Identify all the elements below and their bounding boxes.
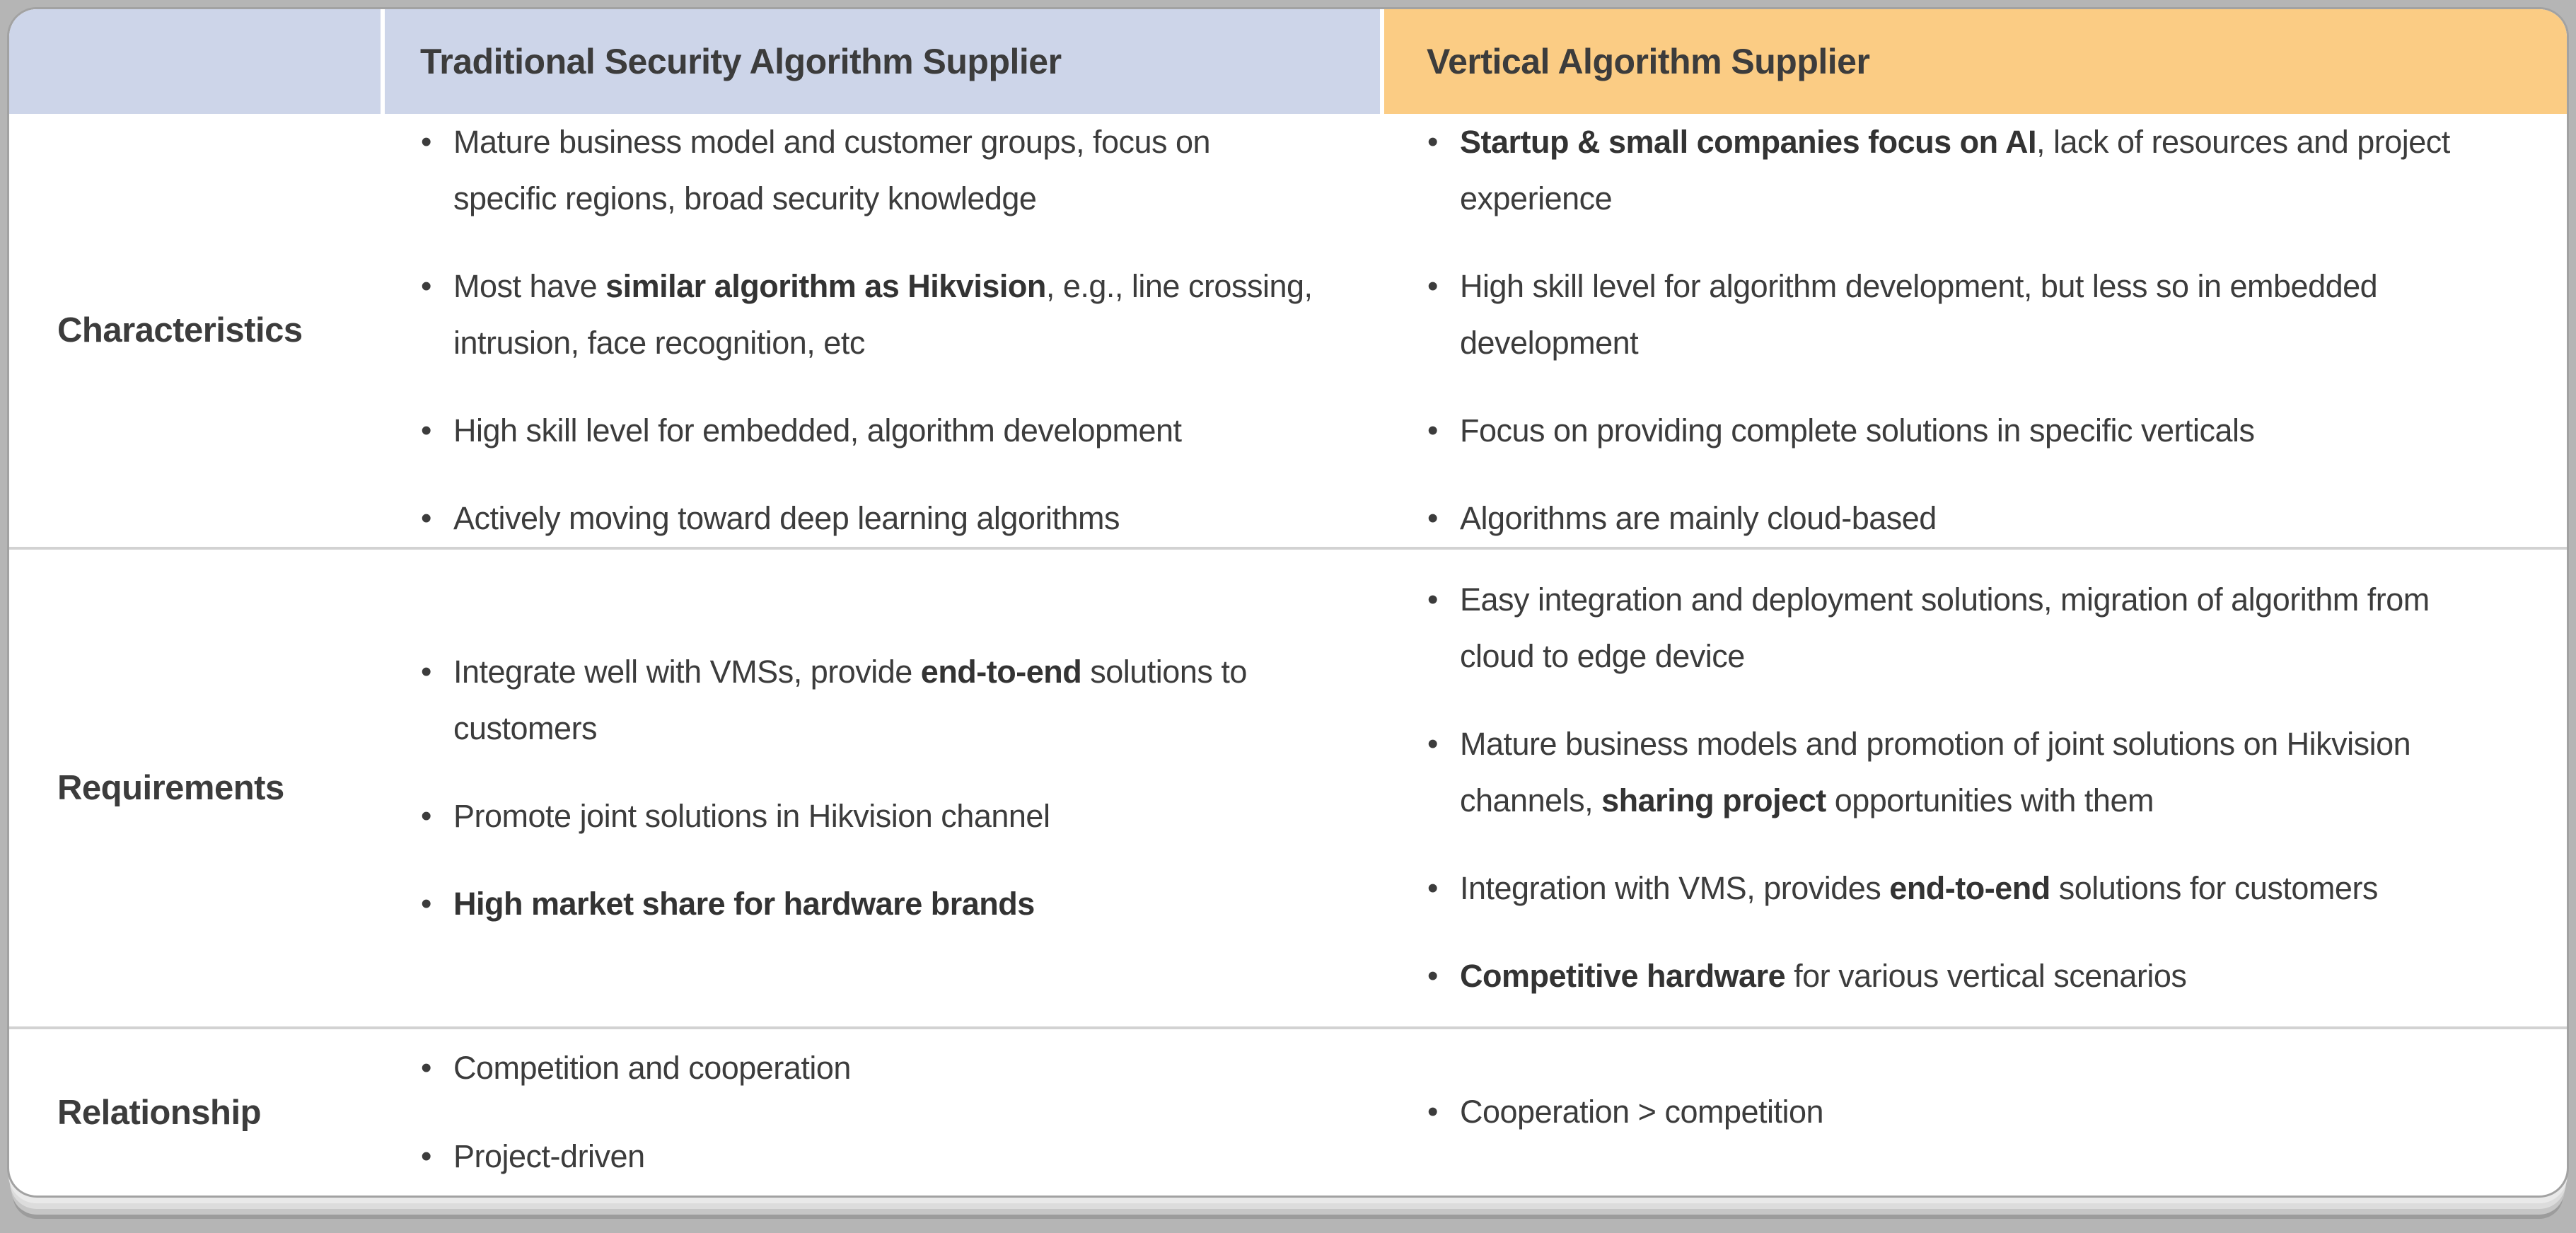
bullet-text: Competition and cooperation <box>453 1050 851 1087</box>
bullet-item: • Actively moving toward deep learning al… <box>421 490 1313 547</box>
requirements-vertical-list: • Easy integration and deployment solutio… <box>1427 572 2483 1005</box>
bullet-dot-icon: • <box>1427 726 1438 761</box>
bullet-dot-icon: • <box>1427 413 1438 448</box>
bullet-dot-icon: • <box>1427 581 1438 617</box>
comparison-table: Traditional Security Algorithm Supplier … <box>9 9 2567 1196</box>
requirements-vertical-cell: • Easy integration and deployment solutio… <box>1384 547 2567 1026</box>
bullet-dot-icon: • <box>1427 268 1438 303</box>
relationship-vertical-cell: • Cooperation > competition <box>1384 1026 2567 1196</box>
row-label-relationship-text: Relationship <box>57 1093 262 1132</box>
row-label-requirements-text: Requirements <box>57 769 284 807</box>
bullet-item: • Project-driven <box>421 1128 1313 1185</box>
bullet-dot-icon: • <box>1427 124 1438 159</box>
relationship-traditional-cell: • Competition and cooperation • Project-dri… <box>385 1026 1384 1196</box>
row-label-characteristics: Characteristics <box>9 114 385 547</box>
bullet-item: • Promote joint solutions in Hikvision ch… <box>421 788 1313 845</box>
bullet-item: • High market share for hardware brands <box>421 876 1313 932</box>
bullet-text: Project-driven <box>453 1138 645 1174</box>
characteristics-traditional-cell: • Mature business model and customer grou… <box>385 114 1384 547</box>
bullet-item: • Focus on providing complete solutions i… <box>1427 403 2483 459</box>
bullet-dot-icon: • <box>1427 1094 1438 1130</box>
bullet-dot-icon: • <box>421 886 431 922</box>
bullet-text: Algorithms are mainly cloud-based <box>1460 500 1937 537</box>
bullet-dot-icon: • <box>421 268 431 303</box>
bullet-item: • High skill level for algorithm developm… <box>1427 258 2483 371</box>
bullet-item: • Mature business models and promotion of… <box>1427 716 2483 829</box>
characteristics-vertical-list: • Startup & small companies focus on AI, … <box>1427 114 2483 548</box>
characteristics-vertical-cell: • Startup & small companies focus on AI, … <box>1384 114 2567 547</box>
characteristics-traditional-list: • Mature business model and customer grou… <box>421 114 1313 548</box>
bullet-dot-icon: • <box>421 654 431 689</box>
bullet-dot-icon: • <box>421 124 431 159</box>
row-label-relationship: Relationship <box>9 1026 385 1196</box>
bullet-text: High skill level for algorithm developme… <box>1460 267 2378 361</box>
bullet-text: Easy integration and deployment solution… <box>1460 581 2430 674</box>
bullet-item: • Algorithms are mainly cloud-based <box>1427 490 2483 547</box>
comparison-table-card: Traditional Security Algorithm Supplier … <box>7 7 2569 1198</box>
bullet-item: • Mature business model and customer grou… <box>421 114 1313 227</box>
bullet-text: Mature business models and promotion of … <box>1460 725 2411 818</box>
bullet-text: Promote joint solutions in Hikvision cha… <box>453 798 1050 834</box>
row-label-characteristics-text: Characteristics <box>57 311 303 349</box>
header-vertical-supplier: Vertical Algorithm Supplier <box>1384 9 2567 114</box>
row-label-requirements: Requirements <box>9 547 385 1026</box>
bullet-item: • Cooperation > competition <box>1427 1084 2483 1140</box>
header-vertical-supplier-label: Vertical Algorithm Supplier <box>1427 42 1870 81</box>
relationship-traditional-list: • Competition and cooperation • Project-dri… <box>421 1040 1313 1184</box>
bullet-dot-icon: • <box>1427 871 1438 906</box>
bullet-item: • Easy integration and deployment solutio… <box>1427 572 2483 685</box>
bullet-text: Integrate well with VMSs, provide end-to… <box>453 653 1247 746</box>
header-traditional-supplier-label: Traditional Security Algorithm Supplier <box>420 42 1062 81</box>
bullet-item: • Startup & small companies focus on AI, … <box>1427 114 2483 227</box>
bullet-text: Actively moving toward deep learning alg… <box>453 500 1120 537</box>
bullet-text: Focus on providing complete solutions in… <box>1460 412 2255 449</box>
bullet-text: Startup & small companies focus on AI, l… <box>1460 123 2450 216</box>
header-traditional-supplier: Traditional Security Algorithm Supplier <box>385 9 1384 114</box>
bullet-text: Most have similar algorithm as Hikvision… <box>453 267 1313 361</box>
bullet-item: • Competition and cooperation <box>421 1040 1313 1096</box>
bullet-text: Mature business model and customer group… <box>453 123 1211 216</box>
bullet-item: • Competitive hardware for various vertic… <box>1427 948 2483 1005</box>
bullet-dot-icon: • <box>1427 501 1438 536</box>
bullet-text: Integration with VMS, provides end-to-en… <box>1460 870 2378 907</box>
bullet-dot-icon: • <box>1427 959 1438 994</box>
bullet-text: High market share for hardware brands <box>453 886 1035 922</box>
bullet-item: • Integration with VMS, provides end-to-e… <box>1427 860 2483 917</box>
bullet-item: • Most have similar algorithm as Hikvisio… <box>421 258 1313 371</box>
header-empty-cell <box>9 9 385 114</box>
bullet-dot-icon: • <box>421 413 431 448</box>
bullet-text: High skill level for embedded, algorithm… <box>453 412 1182 449</box>
bullet-text: Competitive hardware for various vertica… <box>1460 958 2187 995</box>
bullet-item: • Integrate well with VMSs, provide end-t… <box>421 644 1313 757</box>
bullet-dot-icon: • <box>421 501 431 536</box>
requirements-traditional-cell: • Integrate well with VMSs, provide end-t… <box>385 547 1384 1026</box>
bullet-dot-icon: • <box>421 1050 431 1086</box>
bullet-dot-icon: • <box>421 799 431 833</box>
bullet-item: • High skill level for embedded, algorith… <box>421 403 1313 459</box>
bullet-dot-icon: • <box>421 1138 431 1174</box>
bullet-text: Cooperation > competition <box>1460 1094 1824 1130</box>
requirements-traditional-list: • Integrate well with VMSs, provide end-t… <box>421 644 1313 932</box>
relationship-vertical-list: • Cooperation > competition <box>1427 1084 2483 1140</box>
